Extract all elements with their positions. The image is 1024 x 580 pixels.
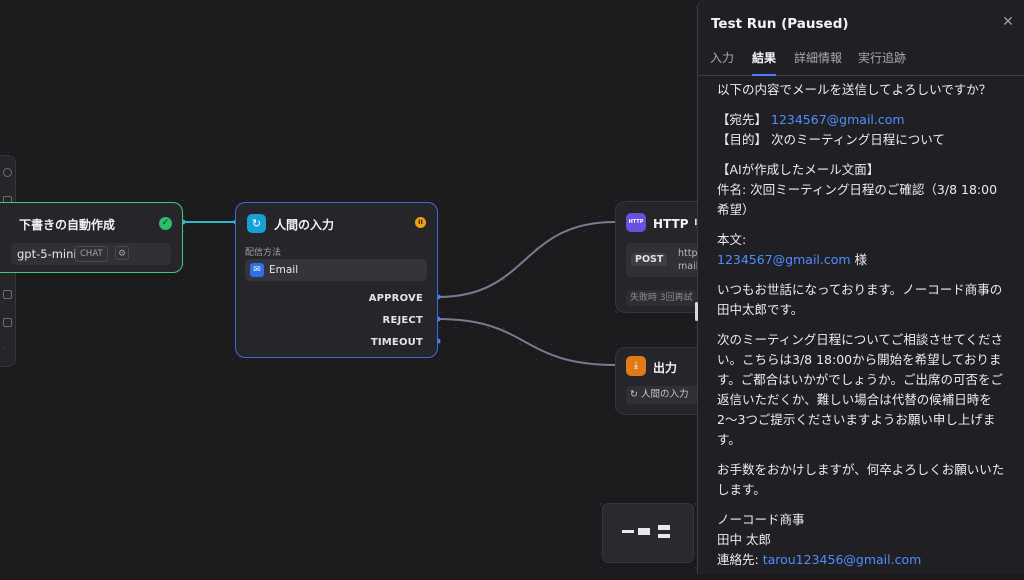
image-icon[interactable] (3, 318, 12, 327)
llm-node-title: 下書きの自動作成 (19, 218, 116, 232)
confirm-question: 以下の内容でメールを送信してよろしいですか？ (717, 82, 992, 97)
panel-tabs: 入力 結果 詳細情報 実行追跡 (698, 44, 1024, 76)
honorific: 様 (850, 252, 868, 267)
llm-node[interactable]: 下書きの自動作成 ✓ gpt-5-mini CHAT ⚙ (0, 202, 183, 273)
mail-icon: ✉ (250, 263, 264, 277)
more-icon[interactable]: · (3, 344, 6, 353)
signature-name: 田中 太郎 (717, 532, 771, 547)
minimap-node (658, 525, 670, 530)
http-icon: HTTP (626, 213, 646, 232)
body-paragraph: 次のミーティング日程についてご相談させてください。こちらは3/8 18:00から… (717, 332, 1004, 447)
email-subject: 件名: 次回ミーティング日程のご確認（3/8 18:00希望） (717, 182, 998, 217)
panel-resize-handle[interactable] (695, 302, 698, 321)
greeting-text: いつもお世話になっております。ノーコード商事の田中太郎です。 (717, 282, 1003, 317)
branch-timeout: TIMEOUT (370, 337, 423, 348)
test-run-panel: Test Run (Paused) ✕ 入力 結果 詳細情報 実行追跡 以下の内… (695, 0, 1024, 574)
branch-icon[interactable] (3, 290, 12, 299)
tab-result[interactable]: 結果 (752, 49, 777, 76)
http-url: https:/ mail/s (678, 248, 709, 272)
http-node-title: HTTP リ (653, 217, 705, 231)
output-icon: ⤓ (626, 356, 646, 376)
body-label: 本文: (717, 232, 747, 247)
close-icon[interactable]: ✕ (1002, 14, 1014, 30)
human-input-node[interactable]: ↻ 人間の入力 II 配信方法 ✉ Email APPROVE REJECT T… (235, 202, 438, 358)
panel-title: Test Run (Paused) (711, 16, 849, 32)
human-input-icon: ↻ (247, 214, 266, 233)
minimap-node (622, 530, 634, 533)
signature-email-link[interactable]: tarou123456@gmail.com (762, 552, 922, 567)
http-method-badge: POST (631, 253, 668, 266)
result-content: 以下の内容でメールを送信してよろしいですか？ 【宛先】 1234567@gmai… (717, 80, 1007, 580)
delivery-method-row[interactable]: ✉ Email (245, 259, 427, 281)
recipient-label: 【宛先】 (717, 112, 768, 127)
minimap-node (658, 534, 670, 538)
body-recipient-email-link[interactable]: 1234567@gmail.com (717, 252, 851, 267)
start-icon[interactable] (3, 168, 12, 177)
recipient-email-link[interactable]: 1234567@gmail.com (771, 112, 905, 127)
output-node-title: 出力 (653, 361, 678, 375)
signature-contact-label: 連絡先: (717, 552, 763, 567)
signature-company: ノーコード商事 (717, 512, 805, 527)
minimap-node (638, 528, 650, 535)
edge-reject-to-output (437, 318, 616, 366)
output-source-name: 人間の入力 (640, 389, 689, 400)
delivery-method-label: 配信方法 (245, 248, 282, 258)
minimap[interactable] (602, 503, 694, 563)
tab-input[interactable]: 入力 (710, 51, 735, 65)
model-tag-badge: CHAT (75, 246, 108, 262)
model-selector[interactable]: gpt-5-mini CHAT ⚙ (11, 243, 171, 265)
closing-text: お手数をおかけしますが、何卒よろしくお願いいたします。 (717, 462, 1005, 497)
purpose-line: 【目的】 次のミーティング日程について (717, 132, 945, 147)
human-node-title: 人間の入力 (274, 218, 335, 232)
model-settings-icon[interactable]: ⚙ (115, 246, 129, 260)
ai-draft-header: 【AIが作成したメール文面】 (717, 162, 880, 177)
model-name: gpt-5-mini (17, 247, 77, 261)
paused-status-icon: II (415, 217, 426, 228)
edge-approve-to-http (437, 221, 616, 298)
branch-approve: APPROVE (368, 293, 423, 304)
success-check-icon: ✓ (159, 217, 172, 230)
tab-trace[interactable]: 実行追跡 (858, 51, 907, 65)
tab-details[interactable]: 詳細情報 (794, 51, 843, 65)
branch-reject: REJECT (382, 315, 423, 326)
delivery-method-value: Email (269, 264, 299, 276)
